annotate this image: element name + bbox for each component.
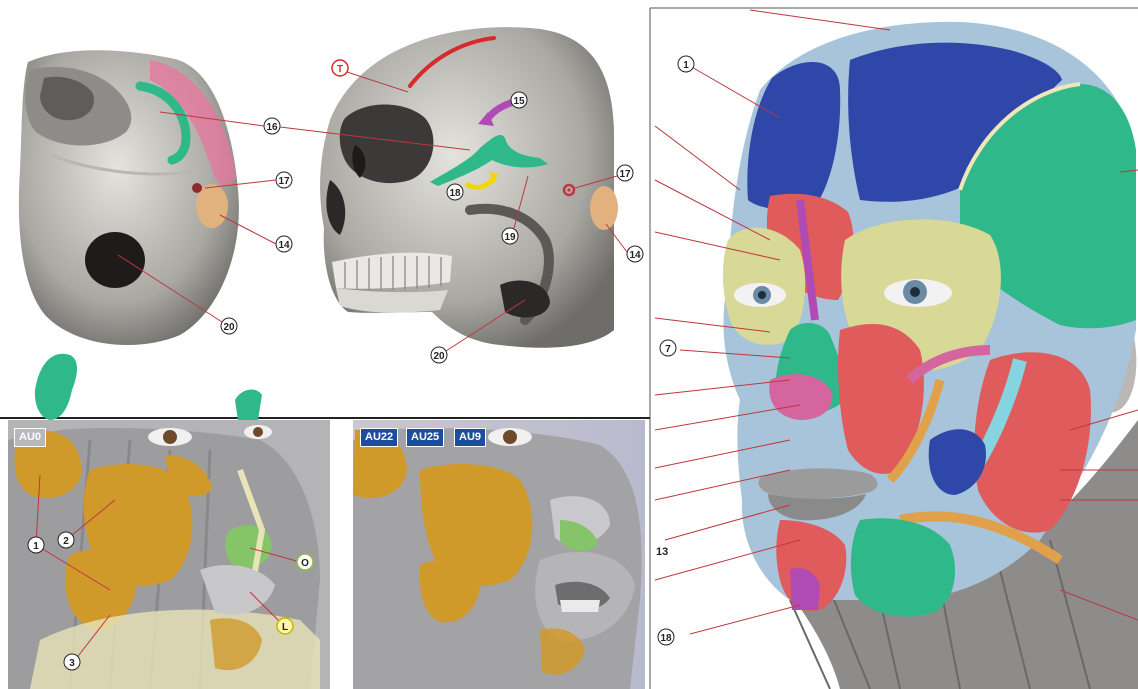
- skull-bottom-view: [19, 50, 239, 345]
- au-tag-au25: AU25: [406, 428, 444, 447]
- svg-text:17: 17: [619, 169, 631, 180]
- marker-p2-20: 20: [431, 347, 447, 363]
- svg-text:16: 16: [266, 122, 278, 133]
- svg-text:O: O: [301, 558, 309, 569]
- marker-p4-l: L: [277, 618, 293, 634]
- svg-text:1: 1: [683, 60, 689, 71]
- au-tag-au22: AU22: [360, 428, 398, 447]
- marker-p4-3: 3: [64, 654, 80, 670]
- teeth: [332, 253, 452, 313]
- svg-text:2: 2: [63, 536, 69, 547]
- marker-p3-18: 18: [658, 629, 674, 645]
- marker-p2-18: 18: [447, 184, 463, 200]
- svg-text:7: 7: [665, 344, 671, 355]
- svg-text:14: 14: [278, 240, 290, 251]
- svg-text:17: 17: [278, 176, 290, 187]
- svg-text:14: 14: [629, 250, 641, 261]
- marker-p1-14: 14: [276, 236, 292, 252]
- marker-p1-17: 17: [276, 172, 292, 188]
- svg-text:18: 18: [449, 188, 461, 199]
- svg-text:13: 13: [656, 546, 668, 558]
- marker-p3-13: 13: [656, 546, 668, 558]
- marker-p2-14: 14: [627, 246, 643, 262]
- svg-text:18: 18: [660, 633, 672, 644]
- face-muscle-view: [650, 5, 1138, 689]
- au-tag-au0: AU0: [14, 428, 46, 447]
- marker-p2-t: T: [332, 60, 348, 76]
- svg-text:T: T: [337, 64, 343, 75]
- marker-p4-2: 2: [58, 532, 74, 548]
- svg-text:20: 20: [433, 351, 445, 362]
- svg-text:L: L: [282, 622, 288, 633]
- marker-p4-o: O: [297, 554, 313, 570]
- marker-p3-7: 7: [660, 340, 676, 356]
- skull-side-view: [320, 27, 618, 348]
- face-fat-right-view: [353, 420, 645, 689]
- marker-p3-1: 1: [678, 56, 694, 72]
- svg-text:3: 3: [69, 658, 75, 669]
- marker-p4-1: 1: [28, 537, 44, 553]
- svg-text:19: 19: [504, 232, 516, 243]
- marker-p1-16: 16: [264, 118, 280, 134]
- marker-p1-20: 20: [221, 318, 237, 334]
- svg-text:15: 15: [513, 96, 525, 107]
- svg-text:1: 1: [33, 541, 39, 552]
- svg-text:20: 20: [223, 322, 235, 333]
- marker-p2-15: 15: [511, 92, 527, 108]
- marker-p2-17: 17: [617, 165, 633, 181]
- marker-p2-19: 19: [502, 228, 518, 244]
- au-tag-au9: AU9: [454, 428, 486, 447]
